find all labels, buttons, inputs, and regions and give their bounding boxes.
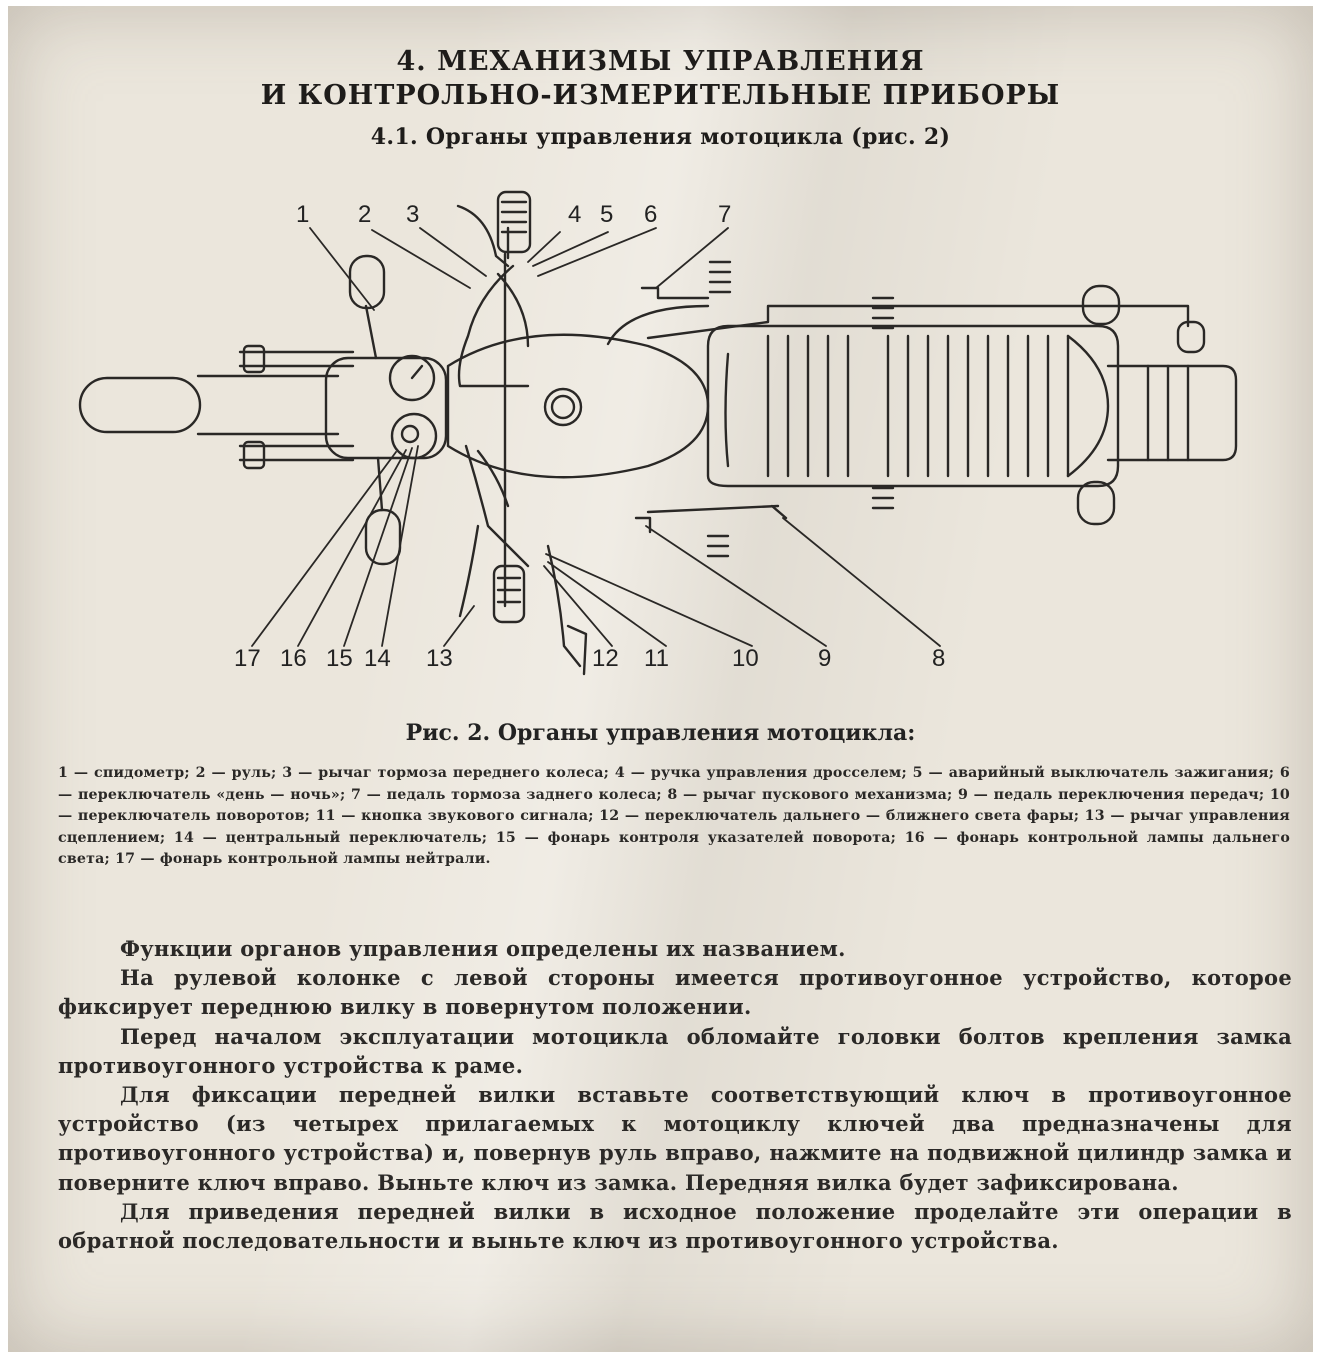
paragraph-5: Для приведения передней вилки в исходное…	[58, 1198, 1292, 1254]
callout-15: 15	[326, 645, 353, 672]
figure-legend: 1 — спидометр; 2 — руль; 3 — рычаг тормо…	[58, 765, 1290, 867]
callout-16: 16	[280, 645, 307, 672]
callout-5: 5	[600, 201, 613, 228]
callout-4: 4	[568, 201, 581, 228]
chapter-title-line1: 4. МЕХАНИЗМЫ УПРАВЛЕНИЯ	[396, 46, 925, 77]
callout-13: 13	[426, 645, 453, 672]
callout-1: 1	[296, 201, 309, 228]
callout-2: 2	[358, 201, 371, 228]
fuel-tank-shape	[446, 333, 710, 479]
callout-10: 10	[732, 645, 759, 672]
callout-14: 14	[364, 645, 391, 672]
speedometer-circle	[388, 354, 436, 402]
chapter-title-line2: И КОНТРОЛЬНО-ИЗМЕРИТЕЛЬНЫЕ ПРИБОРЫ	[260, 80, 1061, 111]
figure-caption: Рис. 2. Органы управления мотоцикла:	[405, 720, 916, 746]
front-wheel-shape	[78, 376, 202, 434]
right-grip-shape	[496, 190, 532, 254]
paragraph-3: Перед началом эксплуатации мотоцикла обл…	[58, 1023, 1292, 1078]
callout-6: 6	[644, 201, 657, 228]
paragraph-2: На рулевой колонке с левой стороны имеет…	[58, 965, 1292, 1020]
callout-11: 11	[644, 645, 669, 672]
callout-7: 7	[718, 201, 731, 228]
document-page: 4. МЕХАНИЗМЫ УПРАВЛЕНИЯ И КОНТРОЛЬНО-ИЗМ…	[8, 6, 1313, 1352]
callout-labels: 1 2 3 4 5 6 7 8 9 10 11 12 13 14 15 16 1…	[234, 201, 945, 672]
left-grip-shape	[492, 564, 526, 624]
paragraph-4: Для фиксации передней вилки вставьте соо…	[58, 1082, 1292, 1195]
callout-17: 17	[234, 645, 261, 672]
section-subtitle: 4.1. Органы управления мотоцикла (рис. 2…	[370, 124, 951, 150]
callout-12: 12	[592, 645, 619, 672]
callout-8: 8	[932, 645, 945, 672]
callout-9: 9	[818, 645, 831, 672]
callout-3: 3	[406, 201, 419, 228]
paragraph-1: Функции органов управления определены их…	[120, 936, 846, 961]
motorcycle-controls-diagram: 1 2 3 4 5 6 7 8 9 10 11 12 13 14 15 16 1…	[78, 190, 1238, 676]
body-text: Функции органов управления определены их…	[58, 934, 1292, 1255]
